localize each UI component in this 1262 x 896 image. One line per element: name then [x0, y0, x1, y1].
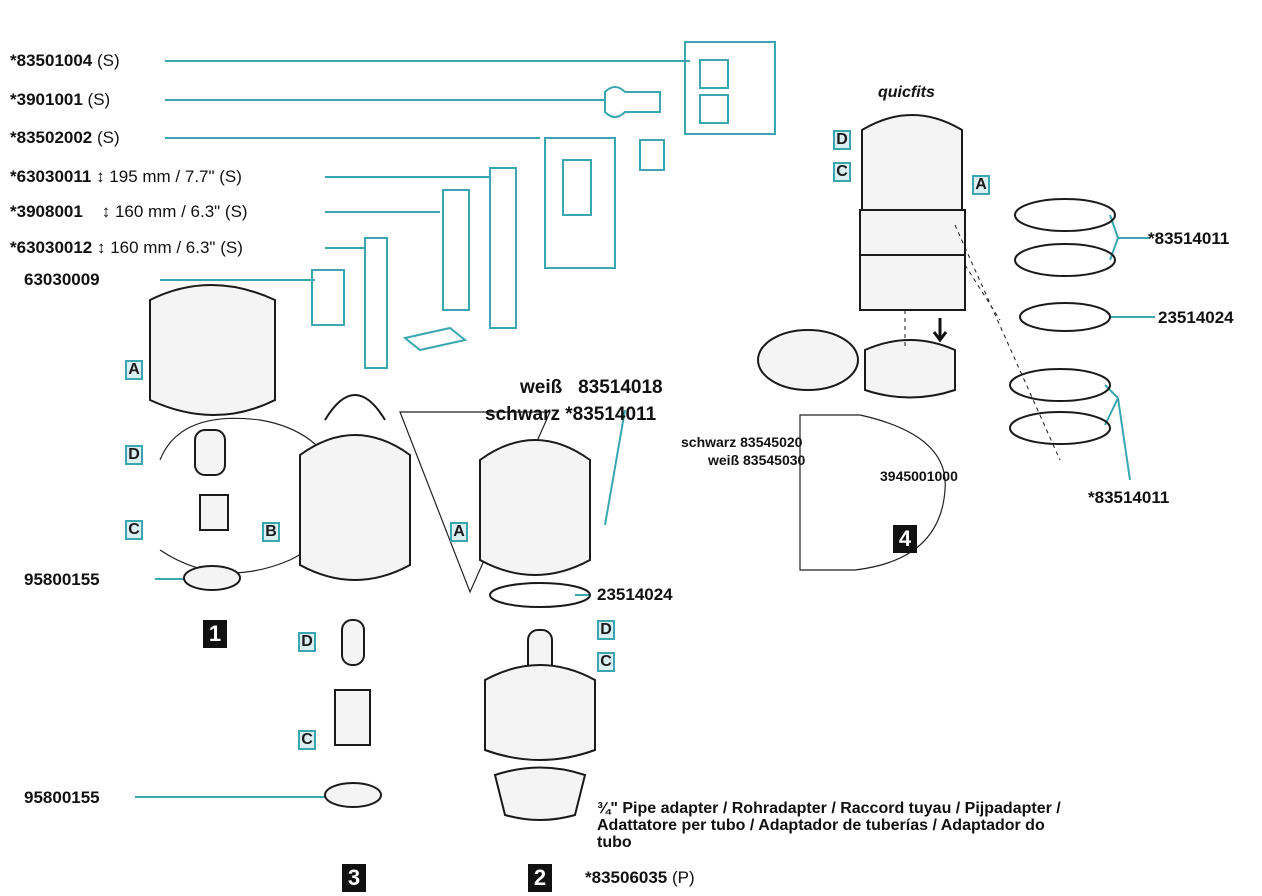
letter-box-c-3: C — [298, 730, 316, 750]
ring-code-top: *83514011 — [1148, 229, 1230, 248]
pipe-adapter-description: ¾" Pipe adapter / Rohradapter / Raccord … — [597, 800, 1061, 851]
part-label-3901001: *3901001 (S) — [10, 90, 111, 109]
assembly-number-2: 2 — [528, 864, 552, 892]
assembly-number-4: 4 — [893, 525, 917, 553]
ring-code-bottom: *83514011 — [1088, 488, 1170, 507]
nut-code-1: 95800155 — [24, 570, 100, 589]
ring-code-mid: 23514024 — [1158, 308, 1234, 327]
nut-code-3: 95800155 — [24, 788, 100, 807]
part-label-63030009: 63030009 — [24, 270, 100, 289]
letter-box-c-1: C — [125, 520, 143, 540]
brackets — [311, 41, 776, 369]
pipe-adapter-code: *83506035 (P) — [585, 868, 695, 887]
part-label-63030011: *63030011 ↕ 195 mm / 7.7" (S) — [10, 167, 242, 186]
letter-box-a-2: A — [450, 522, 468, 542]
brand-label: quicfits — [878, 84, 935, 101]
gasket-code-2: 23514024 — [597, 585, 673, 604]
letter-box-a-1: A — [125, 360, 143, 380]
weiss-callout: weiß 83514018 — [520, 377, 663, 398]
small-schwarz-callout: schwarz 83545020 — [681, 434, 803, 450]
small-weiss-callout: weiß 83545030 — [708, 452, 806, 468]
part-label-83501004: *83501004 (S) — [10, 51, 120, 70]
part-label-83502002: *83502002 (S) — [10, 128, 120, 147]
schwarz-callout: schwarz *83514011 — [485, 404, 657, 425]
down-arrow — [932, 318, 948, 343]
light-parts — [149, 114, 966, 821]
letter-box-c-4: C — [833, 162, 851, 182]
letter-box-d-3: D — [298, 632, 316, 652]
letter-box-d-4: D — [833, 130, 851, 150]
guides — [904, 224, 1061, 461]
letter-box-c-2: C — [597, 652, 615, 672]
part-label-63030012: *63030012 ↕ 160 mm / 6.3" (S) — [10, 238, 243, 257]
letter-box-b-3: B — [262, 522, 280, 542]
letter-box-d-2: D — [597, 620, 615, 640]
letter-box-a-4: A — [972, 175, 990, 195]
letter-box-d-1: D — [125, 445, 143, 465]
assembly-number-1: 1 — [203, 620, 227, 648]
assembly-number-3: 3 — [342, 864, 366, 892]
code-3945001000: 3945001000 — [880, 468, 958, 484]
rings — [1009, 198, 1116, 445]
leader-lines — [135, 60, 1155, 798]
part-label-3908001: *3908001 ↕ 160 mm / 6.3" (S) — [10, 202, 248, 221]
